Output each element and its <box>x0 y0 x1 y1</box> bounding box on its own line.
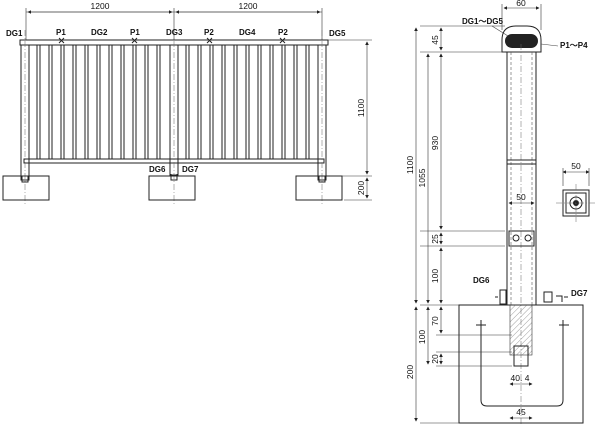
embed-20-label: 20 <box>430 354 440 364</box>
embed-100-label: 100 <box>417 330 427 344</box>
post-section: 60 DG1～DG5 P1～P4 50 DG6 DG7 <box>405 0 588 425</box>
post-cap <box>501 25 542 53</box>
front-elevation: 1200 1200 <box>2 1 372 205</box>
total-1055-label: 1055 <box>417 168 427 187</box>
top-width-label: 60 <box>516 0 526 8</box>
label-dg3: DG3 <box>166 28 183 37</box>
height-dimension: 1100 200 <box>328 39 372 201</box>
lower-post-label: 100 <box>430 269 440 283</box>
label-dg4: DG4 <box>239 28 256 37</box>
label-dg1: DG1 <box>6 29 23 38</box>
span-right-label: 1200 <box>239 1 258 11</box>
span-dimension: 1200 1200 <box>25 1 323 40</box>
height-label: 1100 <box>356 99 366 118</box>
cap-label: DG1～DG5 <box>462 17 503 26</box>
post-width-label: 50 <box>516 192 526 202</box>
cap-height-label: 45 <box>430 35 440 45</box>
span-left-label: 1200 <box>91 1 110 11</box>
section-dg6-label: DG6 <box>473 276 490 285</box>
plan-view: 50 <box>556 161 596 222</box>
pin-marks <box>58 37 286 44</box>
label-p1-b: P1 <box>130 28 140 37</box>
balusters <box>36 45 310 159</box>
label-dg6: DG6 <box>149 165 166 174</box>
label-p1-a: P1 <box>56 28 66 37</box>
label-dg2: DG2 <box>91 28 108 37</box>
label-p2-a: P2 <box>204 28 214 37</box>
embed-70-label: 70 <box>430 316 440 326</box>
upper-post-label: 930 <box>430 136 440 150</box>
post-body <box>506 51 537 306</box>
label-dg5: DG5 <box>329 29 346 38</box>
base-height-label: 200 <box>356 181 366 195</box>
base-left <box>2 175 50 201</box>
label-dg7: DG7 <box>182 165 199 174</box>
socket-label: 40. 4 <box>511 373 530 383</box>
collar-label: 25 <box>430 234 440 244</box>
section-dg7-label: DG7 <box>571 289 588 298</box>
socket-hatch <box>509 304 533 356</box>
bottom-width-label: 45 <box>516 407 526 417</box>
base-200-label: 200 <box>405 365 415 379</box>
total-1100-label: 1100 <box>405 156 415 175</box>
label-p2-b: P2 <box>278 28 288 37</box>
rebar <box>480 320 564 407</box>
base-center <box>148 175 196 201</box>
section-dimensions: 45 930 25 100 1055 1100 70 100 20 200 <box>405 25 512 424</box>
plan-size-label: 50 <box>571 161 581 171</box>
pin-label: P1～P4 <box>560 41 588 50</box>
cap-insert <box>505 34 538 48</box>
collar <box>508 230 535 247</box>
